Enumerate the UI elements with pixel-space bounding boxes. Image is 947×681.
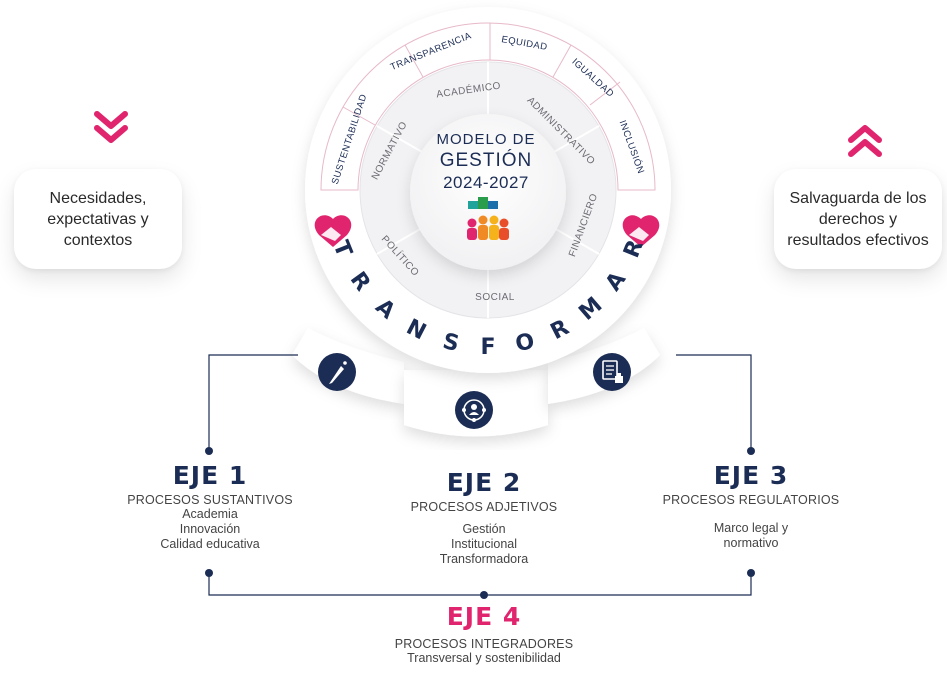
connector-dot	[480, 591, 488, 599]
eje-4-subtitle: PROCESOS INTEGRADORES	[394, 637, 574, 651]
eje-1-subtitle: PROCESOS SUSTANTIVOS	[127, 493, 293, 507]
eje-1: EJE 1 PROCESOS SUSTANTIVOS Academia Inno…	[100, 461, 320, 552]
heart-handshake-icon	[622, 215, 660, 247]
heart-handshake-icon	[314, 215, 352, 247]
eje-2: EJE 2 PROCESOS ADJETIVOS Gestión Institu…	[374, 468, 594, 567]
document-seal-icon	[593, 353, 631, 391]
eje-2-item: Gestión	[462, 522, 506, 536]
eje-2-title: EJE 2	[446, 468, 522, 497]
eje-1-item: Calidad educativa	[160, 537, 260, 551]
connector-dot	[205, 447, 213, 455]
eje-3-item: normativo	[723, 536, 779, 550]
eje-4-title: EJE 4	[446, 602, 522, 631]
center-title-line2: GESTIÓN	[440, 149, 533, 171]
center-title-line1: MODELO DE	[436, 131, 535, 148]
chevron-up-icon	[848, 125, 882, 157]
eje-3-title: EJE 3	[713, 461, 789, 490]
eje-2-subtitle: PROCESOS ADJETIVOS	[410, 500, 558, 514]
network-people-icon	[455, 391, 493, 429]
dimension-label: SOCIAL	[475, 292, 515, 303]
rights-card: Salvaguarda de los derechos y resultados…	[774, 169, 942, 269]
transformar-letter: S	[440, 329, 461, 357]
eje-4-item: Transversal y sostenibilidad	[407, 651, 561, 665]
chevron-down-icon	[94, 111, 128, 143]
eje-3-item: Marco legal y	[713, 521, 789, 535]
connector-dot	[747, 569, 755, 577]
connector-dot	[205, 569, 213, 577]
needs-card-text: Necesidades, expectativas y contextos	[47, 189, 149, 249]
pen-icon	[318, 353, 356, 391]
eje-4: EJE 4 PROCESOS INTEGRADORES Transversal …	[374, 602, 594, 666]
center-title-line3: 2024-2027	[443, 173, 529, 192]
rights-card-text: Salvaguarda de los derechos y resultados…	[787, 189, 929, 249]
eje-3-subtitle: PROCESOS REGULATORIOS	[662, 493, 840, 507]
transformar-letter: F	[480, 335, 495, 360]
eje-1-title: EJE 1	[172, 461, 248, 490]
eje-2-item: Transformadora	[439, 552, 529, 566]
eje-2-item: Institucional	[450, 537, 517, 551]
center-disc	[410, 114, 566, 270]
connector-dot	[747, 447, 755, 455]
needs-card: Necesidades, expectativas y contextos	[14, 169, 182, 269]
eje-1-item: Academia	[182, 507, 238, 521]
eje-3: EJE 3 PROCESOS REGULATORIOS Marco legal …	[641, 461, 861, 551]
eje-1-item: Innovación	[179, 522, 241, 536]
people-group-icon	[467, 197, 509, 240]
